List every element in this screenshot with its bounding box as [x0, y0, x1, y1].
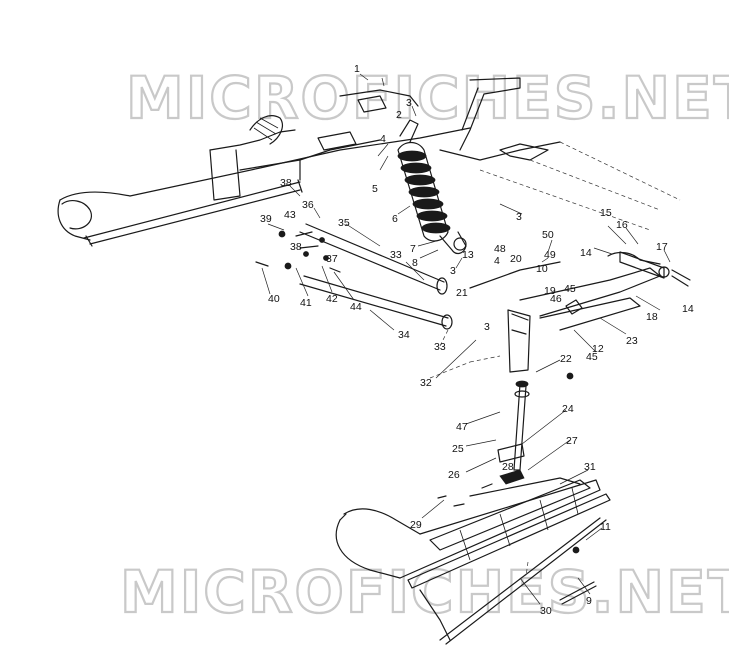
- callout-4: 4: [380, 133, 386, 145]
- callout-22: 22: [560, 353, 572, 365]
- callout-47: 47: [456, 421, 468, 433]
- callout-10: 10: [536, 263, 548, 275]
- callout-3: 3: [450, 265, 456, 277]
- watermark-bottom: MICROFICHES.NET: [120, 558, 729, 626]
- hardware-cluster-left: [255, 230, 341, 273]
- callout-21: 21: [456, 287, 468, 299]
- callout-2: 2: [396, 109, 402, 121]
- callout-36: 36: [302, 199, 314, 211]
- callout-38: 38: [290, 241, 302, 253]
- callout-33: 33: [434, 341, 446, 353]
- callout-23: 23: [626, 335, 638, 347]
- callout-13: 13: [462, 249, 474, 261]
- callout-29: 29: [410, 519, 422, 531]
- callout-30: 30: [540, 605, 552, 617]
- callout-35: 35: [338, 217, 350, 229]
- callout-44: 44: [350, 301, 362, 313]
- callout-32: 32: [420, 377, 432, 389]
- callout-15: 15: [600, 207, 612, 219]
- callout-9: 9: [586, 595, 592, 607]
- callout-3: 3: [406, 97, 412, 109]
- callout-48: 48: [494, 243, 506, 255]
- callout-39: 39: [260, 213, 272, 225]
- callout-42: 42: [326, 293, 338, 305]
- ski: [335, 477, 611, 645]
- callout-19: 19: [544, 285, 556, 297]
- callout-40: 40: [268, 293, 280, 305]
- callout-27: 27: [566, 435, 578, 447]
- callout-8: 8: [412, 257, 418, 269]
- callout-50: 50: [542, 229, 554, 241]
- callout-5: 5: [372, 183, 378, 195]
- callout-24: 24: [562, 403, 574, 415]
- callout-3: 3: [484, 321, 490, 333]
- callout-37: 37: [326, 253, 338, 265]
- callout-3: 3: [516, 211, 522, 223]
- callout-labels: 1 2 3 4 5 6 3 7 8 13 4 48 20 3 49 50 10 …: [260, 63, 694, 617]
- callout-20: 20: [510, 253, 522, 265]
- callout-1: 1: [354, 63, 360, 75]
- callout-49: 49: [544, 249, 556, 261]
- callout-14: 14: [682, 303, 694, 315]
- callout-14: 14: [580, 247, 592, 259]
- watermark-top: MICROFICHES.NET: [126, 64, 729, 132]
- callout-33: 33: [390, 249, 402, 261]
- callout-25: 25: [452, 443, 464, 455]
- callout-6: 6: [392, 213, 398, 225]
- callout-45: 45: [564, 283, 576, 295]
- callout-11: 11: [600, 521, 611, 533]
- callout-4: 4: [494, 255, 500, 267]
- callout-16: 16: [616, 219, 628, 231]
- chassis-frame: [57, 77, 681, 247]
- callout-17: 17: [656, 241, 668, 253]
- callout-7: 7: [410, 243, 416, 255]
- shock-absorber: [397, 119, 467, 255]
- leader-lines: [261, 73, 671, 605]
- spindle-assembly: [429, 251, 691, 489]
- callout-18: 18: [646, 311, 658, 323]
- callout-46: 46: [550, 293, 562, 305]
- callout-12: 12: [592, 343, 604, 355]
- callout-31: 31: [584, 461, 596, 473]
- callout-38: 38: [280, 177, 292, 189]
- callout-41: 41: [300, 297, 312, 309]
- callout-34: 34: [398, 329, 410, 341]
- callout-26: 26: [448, 469, 460, 481]
- callout-28: 28: [502, 461, 514, 473]
- callout-45: 45: [586, 351, 598, 363]
- callout-43: 43: [284, 209, 296, 221]
